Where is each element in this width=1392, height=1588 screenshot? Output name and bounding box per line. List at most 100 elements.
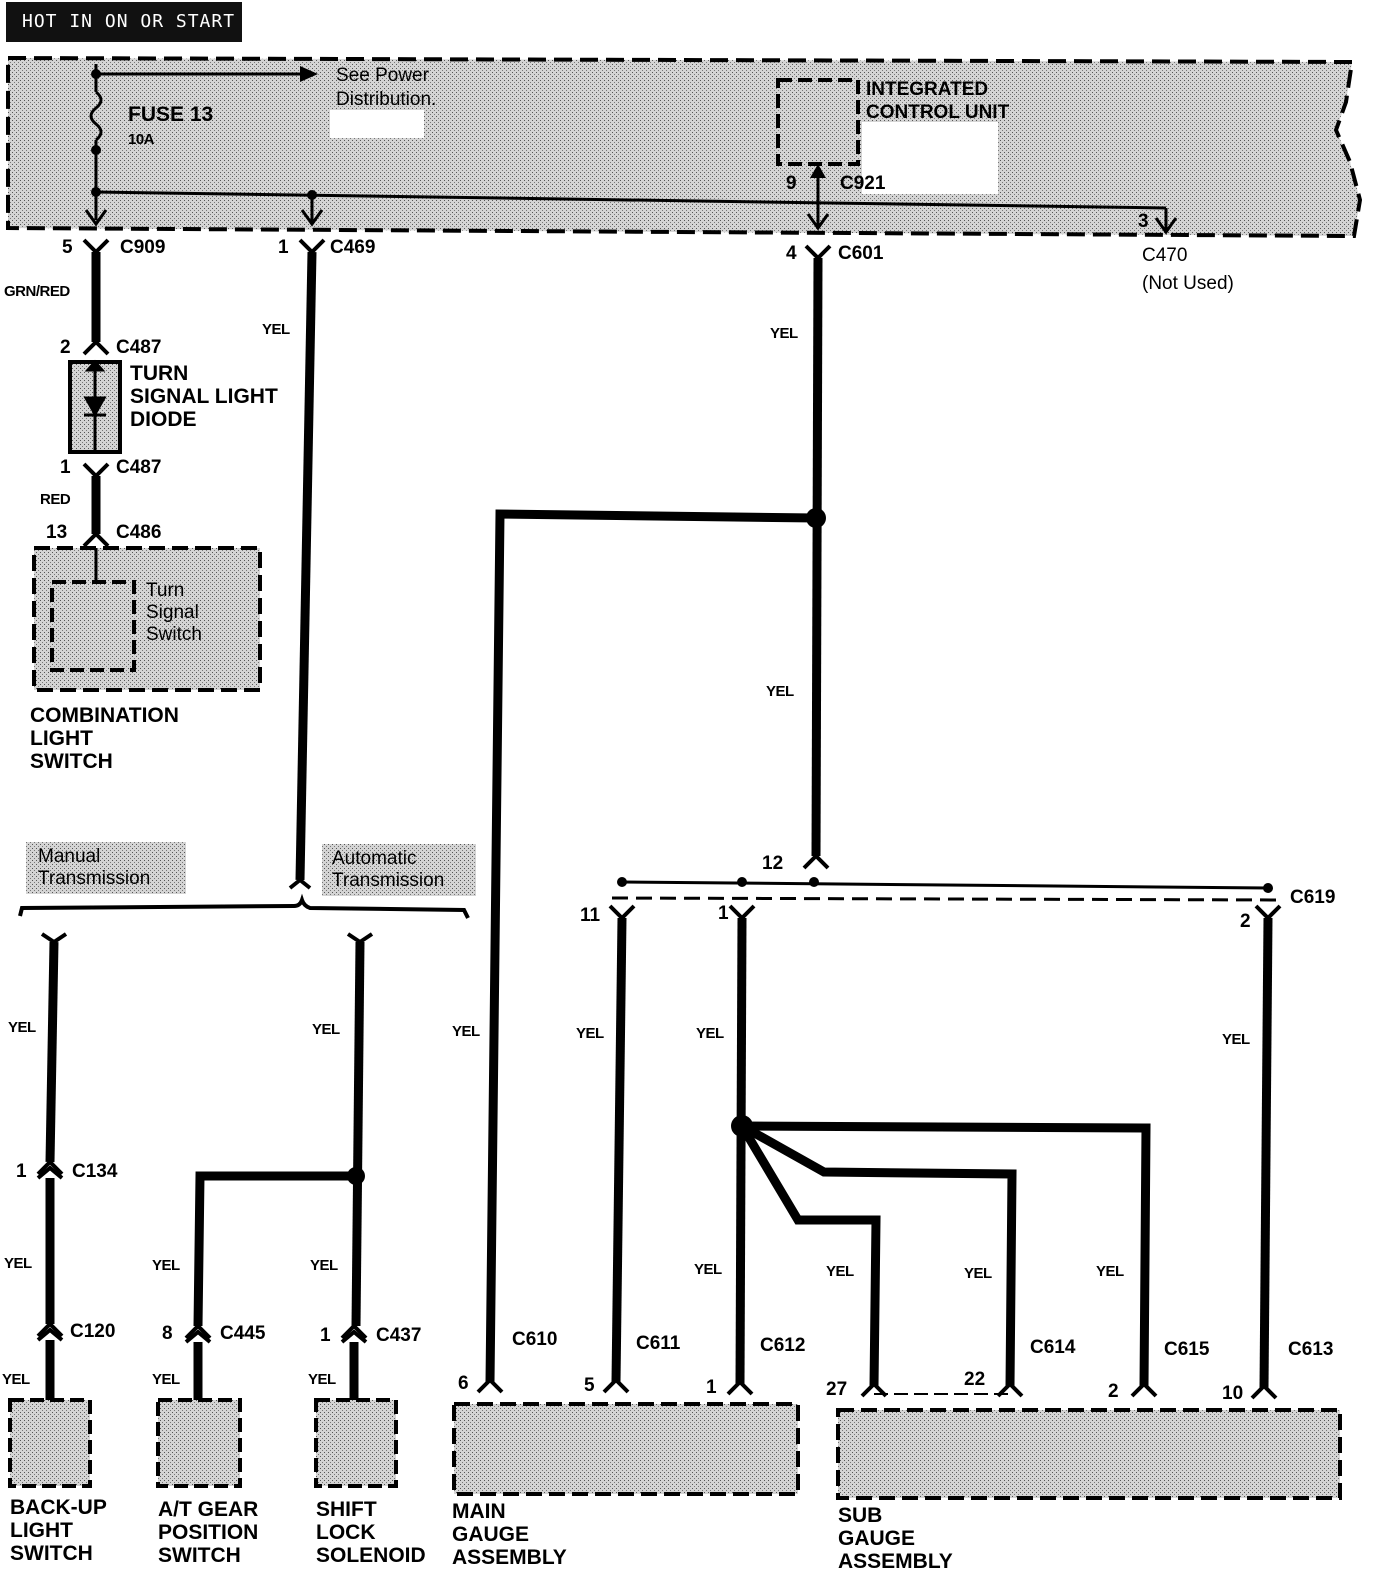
backup-switch-label: BACK-UP LIGHT SWITCH: [10, 1496, 107, 1565]
see-power-link[interactable]: See Power Distribution.: [336, 65, 437, 110]
wire-color-red: RED: [40, 491, 71, 508]
c619-pin12: 12: [762, 853, 784, 874]
c445-pin: 8: [162, 1323, 173, 1344]
c487a-label: C487: [116, 337, 162, 358]
c921-pin: 9: [786, 173, 797, 194]
c611-label: C611: [636, 1333, 681, 1354]
bus-splices: [91, 69, 317, 200]
sub-gauge-box: [836, 1408, 1342, 1500]
diode-label: TURN SIGNAL LIGHT DIODE: [130, 362, 278, 431]
c487a-pin: 2: [60, 337, 71, 358]
c612-pin: 1: [706, 1377, 717, 1398]
c614-pin27: 27: [826, 1379, 848, 1400]
wire-yel-c614-22: [739, 1122, 1017, 1387]
wire-yel-c614-27: [738, 1123, 881, 1387]
splices: [347, 508, 1273, 1185]
blank-label-area: [330, 110, 424, 138]
wire-yel-c611: [611, 917, 627, 1383]
power-box: [6, 55, 1363, 239]
c445-label: C445: [220, 1323, 266, 1344]
at-gear-switch-box: [156, 1398, 242, 1488]
c469-label: C469: [330, 237, 376, 258]
manual-trans-label: Manual Transmission: [38, 846, 151, 889]
wire-color-yel-2: YEL: [770, 325, 798, 342]
sub-gauge-label: SUB GAUGE ASSEMBLY: [838, 1504, 953, 1573]
wire-color-yel-3: YEL: [766, 683, 794, 700]
c469-pin: 1: [278, 237, 289, 258]
main-gauge-box: [452, 1402, 800, 1496]
wire-color-yel-8: YEL: [696, 1025, 724, 1042]
c615-pin: 2: [1108, 1381, 1119, 1402]
c487b-pin: 1: [60, 457, 71, 478]
wire-yel-c469: [295, 251, 317, 881]
c619-pin11: 11: [580, 905, 601, 926]
c619-pin2: 2: [1240, 911, 1251, 932]
wire-color-yel-9: YEL: [1222, 1031, 1250, 1048]
wire-color-yel-14: YEL: [826, 1263, 854, 1280]
c921-label: C921: [840, 173, 886, 194]
diode-symbol: [83, 359, 107, 452]
wire-color-yel-18: YEL: [152, 1371, 180, 1388]
blank-label-area-2: [862, 122, 998, 194]
wire-color-yel-5: YEL: [312, 1021, 340, 1038]
wire-yel-c601: [811, 257, 823, 857]
wire-color-yel-7: YEL: [576, 1025, 604, 1042]
wire-color-yel-1: YEL: [262, 321, 290, 338]
c909-label: C909: [120, 237, 166, 258]
wire-yel-manual: [45, 941, 59, 1163]
fuse-rating: 10A: [128, 131, 155, 148]
c134-label: C134: [72, 1161, 118, 1182]
wire-color-yel-4: YEL: [8, 1019, 36, 1036]
wire-color-yel-10: YEL: [4, 1255, 32, 1272]
c614-pin22: 22: [964, 1369, 986, 1390]
wire-color-yel-6: YEL: [452, 1023, 480, 1040]
combination-switch-label: COMBINATION LIGHT SWITCH: [30, 704, 179, 773]
wire-color-grn-red: GRN/RED: [4, 283, 70, 300]
c619-label: C619: [1290, 887, 1336, 908]
main-gauge-label: MAIN GAUGE ASSEMBLY: [452, 1500, 567, 1569]
c487b-label: C487: [116, 457, 162, 478]
c909-pin: 5: [62, 237, 73, 258]
wire-yel-c613: [1259, 917, 1273, 1389]
wire-color-yel-16: YEL: [1096, 1263, 1124, 1280]
c437-label: C437: [376, 1325, 422, 1346]
c611-pin: 5: [584, 1375, 595, 1396]
fuse-name: FUSE 13: [128, 103, 214, 126]
backup-switch-box: [8, 1398, 92, 1488]
c134-pin: 1: [16, 1161, 27, 1182]
c601-label: C601: [838, 243, 884, 264]
wire-color-yel-11: YEL: [152, 1257, 180, 1274]
auto-trans-label: Automatic Transmission: [332, 848, 445, 891]
manual-label-bg: [26, 842, 186, 894]
c470-pin: 3: [1138, 211, 1149, 232]
at-gear-switch-label: A/T GEAR POSITION SWITCH: [158, 1498, 259, 1567]
c613-label: C613: [1288, 1339, 1334, 1360]
c610-pin: 6: [458, 1373, 469, 1394]
c120-label: C120: [70, 1321, 116, 1342]
wire-yel-c610: [485, 509, 817, 1383]
trans-bracket: [18, 893, 470, 919]
wire-yel-c445: [193, 1171, 356, 1327]
wire-color-yel-13: YEL: [694, 1261, 722, 1278]
shift-lock-box: [314, 1398, 398, 1488]
wire-yel-c612: [735, 917, 747, 1385]
icu-box: [776, 78, 860, 166]
icu-name: INTEGRATED CONTROL UNIT: [866, 79, 1010, 123]
box-exit-arrows: [84, 209, 1178, 235]
c619-pin1: 1: [718, 903, 729, 924]
c615-label: C615: [1164, 1339, 1210, 1360]
c486-label: C486: [116, 522, 162, 543]
circuit-header: HOT IN ON OR START: [6, 2, 242, 42]
c470-label: C470: [1142, 245, 1188, 266]
shift-lock-label: SHIFT LOCK SOLENOID: [316, 1498, 426, 1567]
wire-color-yel-15: YEL: [964, 1265, 992, 1282]
c470-note: (Not Used): [1142, 273, 1234, 294]
wire-color-yel-19: YEL: [308, 1371, 336, 1388]
wires: [45, 251, 1273, 1400]
wire-color-yel-12: YEL: [310, 1257, 338, 1274]
wire-yel-auto: [351, 941, 365, 1327]
wire-yel-c615: [741, 1121, 1151, 1387]
c437-pin: 1: [320, 1325, 331, 1346]
turn-signal-switch-label: Turn Signal Switch: [146, 580, 202, 645]
